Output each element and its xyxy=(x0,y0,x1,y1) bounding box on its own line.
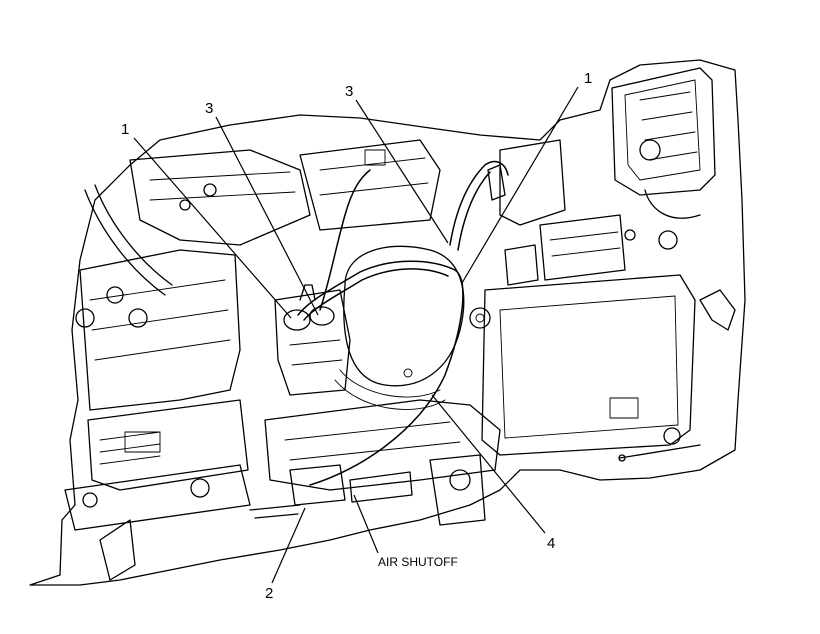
leader-2 xyxy=(271,507,306,584)
center-dome xyxy=(334,245,465,410)
callout-3-left: 3 xyxy=(205,100,213,117)
right-linkage xyxy=(618,289,736,462)
upper-right-housing xyxy=(611,67,716,219)
leader-1-left xyxy=(133,137,292,319)
callout-2: 2 xyxy=(265,585,273,602)
leader-3-mid xyxy=(355,99,449,244)
leader-4 xyxy=(431,394,546,534)
leader-3-left xyxy=(215,116,319,316)
engine-outline xyxy=(29,59,746,586)
leader-air-shutoff xyxy=(353,494,379,554)
callout-3-mid: 3 xyxy=(345,83,353,100)
callout-1-right: 1 xyxy=(584,70,592,87)
callout-4: 4 xyxy=(547,535,555,552)
central-manifold xyxy=(129,139,441,246)
air-shutoff-label: AIR SHUTOFF xyxy=(378,555,458,569)
right-top-fittings xyxy=(487,139,678,286)
solenoid-assembly-left xyxy=(274,284,351,396)
left-cylinder-head xyxy=(75,184,241,411)
callout-1-left: 1 xyxy=(121,121,129,138)
left-lower-block xyxy=(64,399,251,581)
right-valve-cover xyxy=(469,274,696,456)
air-shutoff-hoses xyxy=(297,160,509,486)
lower-center-manifold xyxy=(249,399,501,526)
leader-lines xyxy=(133,86,579,584)
leader-1-right xyxy=(461,86,579,284)
